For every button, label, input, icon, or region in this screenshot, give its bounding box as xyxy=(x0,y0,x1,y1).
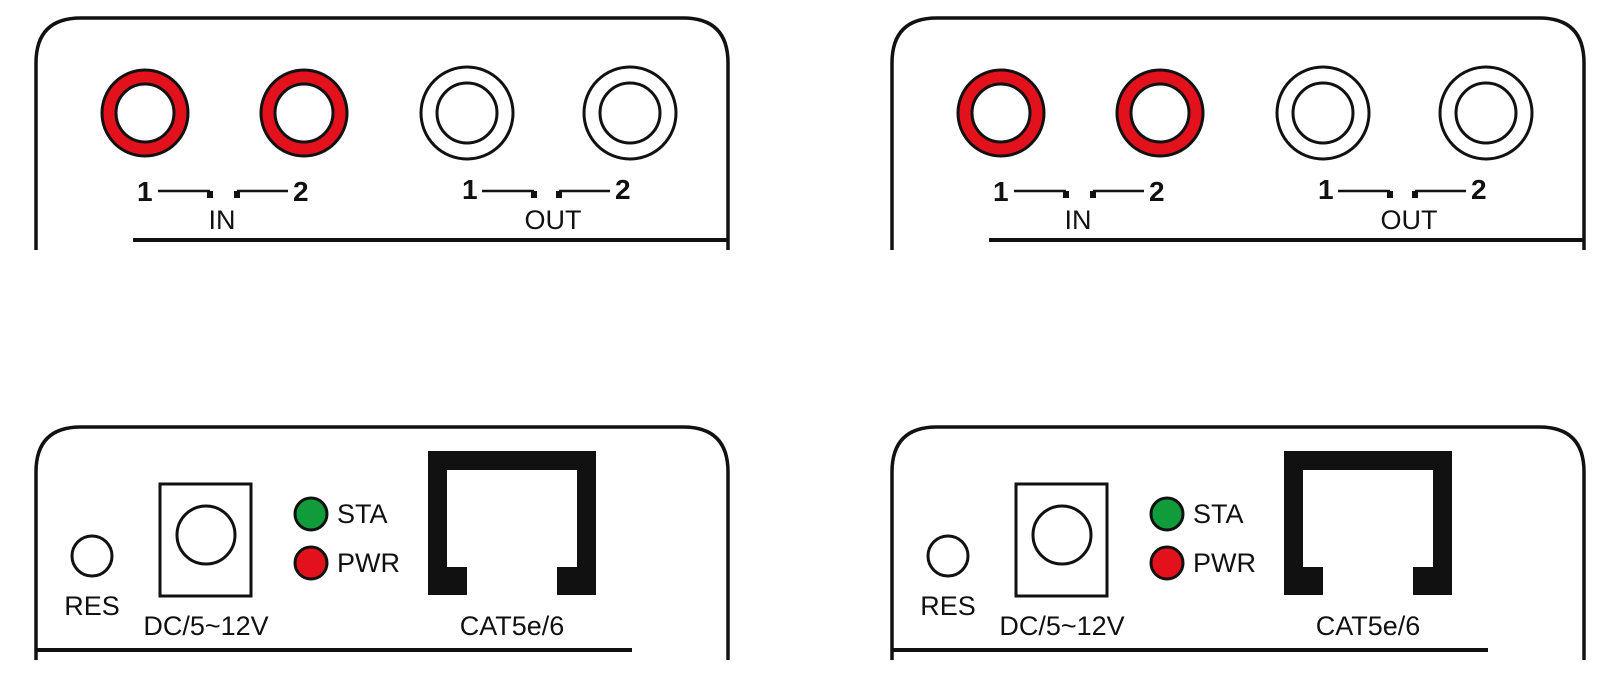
sta-led xyxy=(293,496,329,532)
rca-out-1-jack[interactable] xyxy=(419,65,515,161)
pwr-led xyxy=(1149,545,1185,581)
reset-button[interactable] xyxy=(926,534,970,578)
panel-outline xyxy=(890,16,1586,250)
cat-label: CAT5e/6 xyxy=(460,611,565,641)
network-panel-2: RES DC/5~12V STA PWR CAT5e/6 xyxy=(890,425,1586,660)
out-2-number: 2 xyxy=(615,174,631,205)
panel-outline xyxy=(34,16,730,250)
in-bracket xyxy=(1014,189,1144,198)
in-2-number: 2 xyxy=(293,176,309,207)
audio-panel-1: 1 2 IN 1 2 OUT xyxy=(34,16,730,250)
dc-label: DC/5~12V xyxy=(143,611,268,641)
res-label: RES xyxy=(920,591,976,621)
dc-power-jack[interactable] xyxy=(1014,482,1109,598)
panel-outline xyxy=(34,425,730,660)
rca-in-1-jack[interactable] xyxy=(100,68,190,158)
rca-in-2-jack[interactable] xyxy=(1115,68,1205,158)
out-label: OUT xyxy=(525,205,582,235)
out-2-number: 2 xyxy=(1471,174,1487,205)
out-1-number: 1 xyxy=(462,174,478,205)
sta-label: STA xyxy=(1193,499,1244,529)
rca-out-1-jack[interactable] xyxy=(1275,65,1371,161)
pwr-label: PWR xyxy=(337,548,400,578)
reset-button[interactable] xyxy=(70,534,114,578)
dc-power-jack[interactable] xyxy=(158,482,253,598)
panel-outline xyxy=(890,425,1586,660)
res-label: RES xyxy=(64,591,120,621)
rj45-port[interactable] xyxy=(428,451,596,595)
rca-out-2-jack[interactable] xyxy=(582,65,678,161)
rca-out-2-jack[interactable] xyxy=(1438,65,1534,161)
out-bracket xyxy=(1338,189,1466,198)
rca-in-2-jack[interactable] xyxy=(259,68,349,158)
in-bracket xyxy=(158,189,288,198)
sta-led xyxy=(1149,496,1185,532)
in-label: IN xyxy=(209,205,236,235)
out-1-number: 1 xyxy=(1318,174,1334,205)
in-2-number: 2 xyxy=(1149,176,1165,207)
in-1-number: 1 xyxy=(137,176,153,207)
rj45-port[interactable] xyxy=(1284,451,1452,595)
sta-label: STA xyxy=(337,499,388,529)
pwr-label: PWR xyxy=(1193,548,1256,578)
dc-label: DC/5~12V xyxy=(999,611,1124,641)
network-panel-1: RES DC/5~12V STA PWR CAT5e/6 xyxy=(34,425,730,660)
out-bracket xyxy=(482,189,610,198)
rca-in-1-jack[interactable] xyxy=(956,68,1046,158)
audio-panel-2: 1 2 IN 1 2 OUT xyxy=(890,16,1586,250)
in-label: IN xyxy=(1065,205,1092,235)
in-1-number: 1 xyxy=(993,176,1009,207)
pwr-led xyxy=(293,545,329,581)
cat-label: CAT5e/6 xyxy=(1316,611,1421,641)
out-label: OUT xyxy=(1381,205,1438,235)
